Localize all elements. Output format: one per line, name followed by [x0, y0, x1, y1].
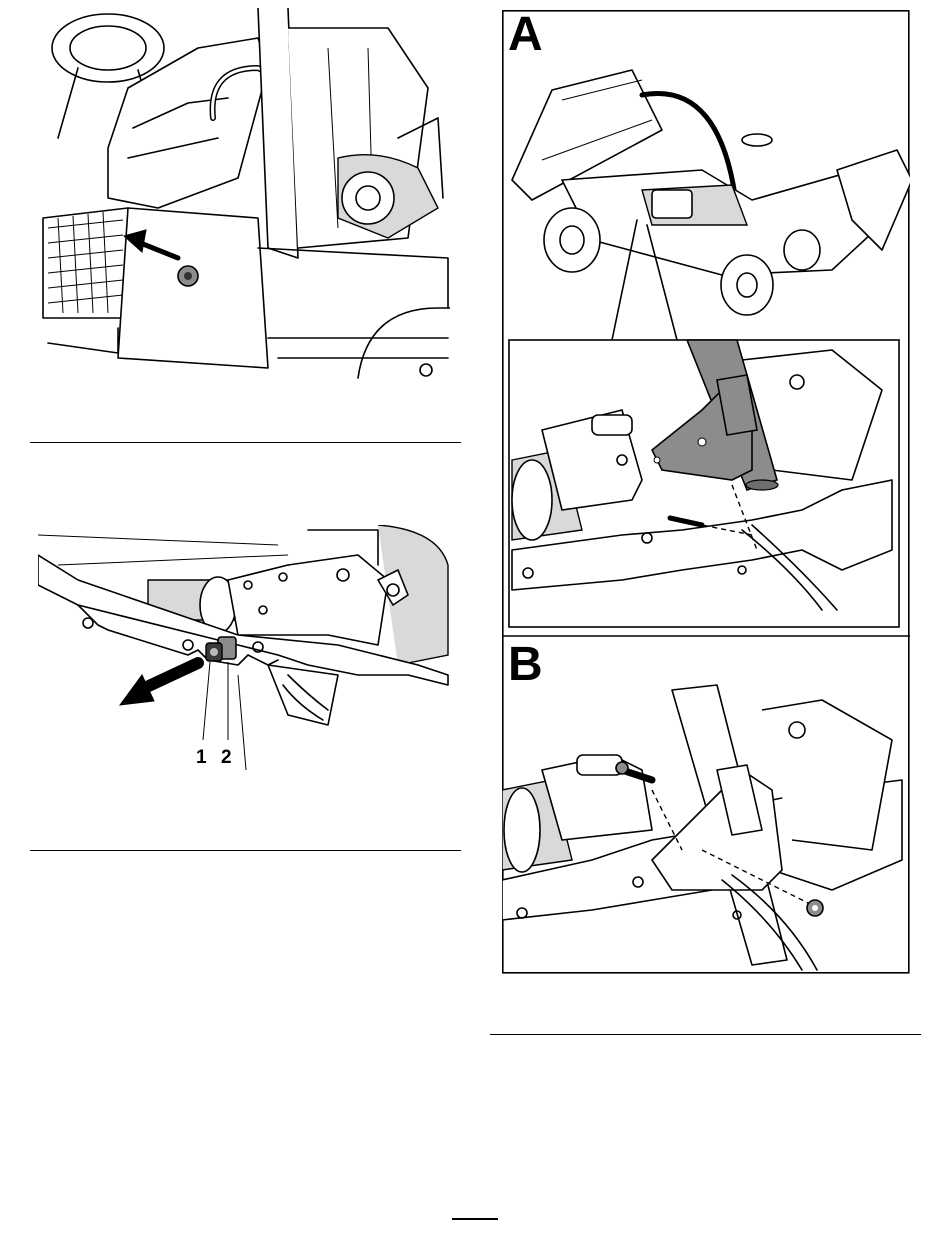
nut-icon — [206, 637, 236, 661]
divider-1 — [30, 442, 461, 443]
floor-mat — [43, 208, 128, 318]
callout-2: 2 — [221, 747, 232, 768]
panel-b-label: B — [508, 638, 543, 691]
footer-rule — [452, 1218, 498, 1220]
arrow-icon — [120, 663, 198, 705]
figure-3-panels: A — [502, 10, 910, 974]
panel-a-label: A — [508, 10, 543, 61]
callout-1: 1 — [196, 747, 207, 768]
figure-1-cab-floor — [38, 8, 450, 388]
figure-1-drawing — [38, 8, 450, 388]
divider-2 — [30, 850, 461, 851]
figure-3-drawing: A — [502, 10, 910, 974]
nut-icon — [178, 266, 198, 286]
figure-2-drawing: 1 2 — [38, 525, 450, 775]
panel-a-detail — [509, 340, 899, 627]
figure-2-frame-bracket: 1 2 — [38, 525, 450, 775]
divider-3 — [490, 1034, 921, 1035]
